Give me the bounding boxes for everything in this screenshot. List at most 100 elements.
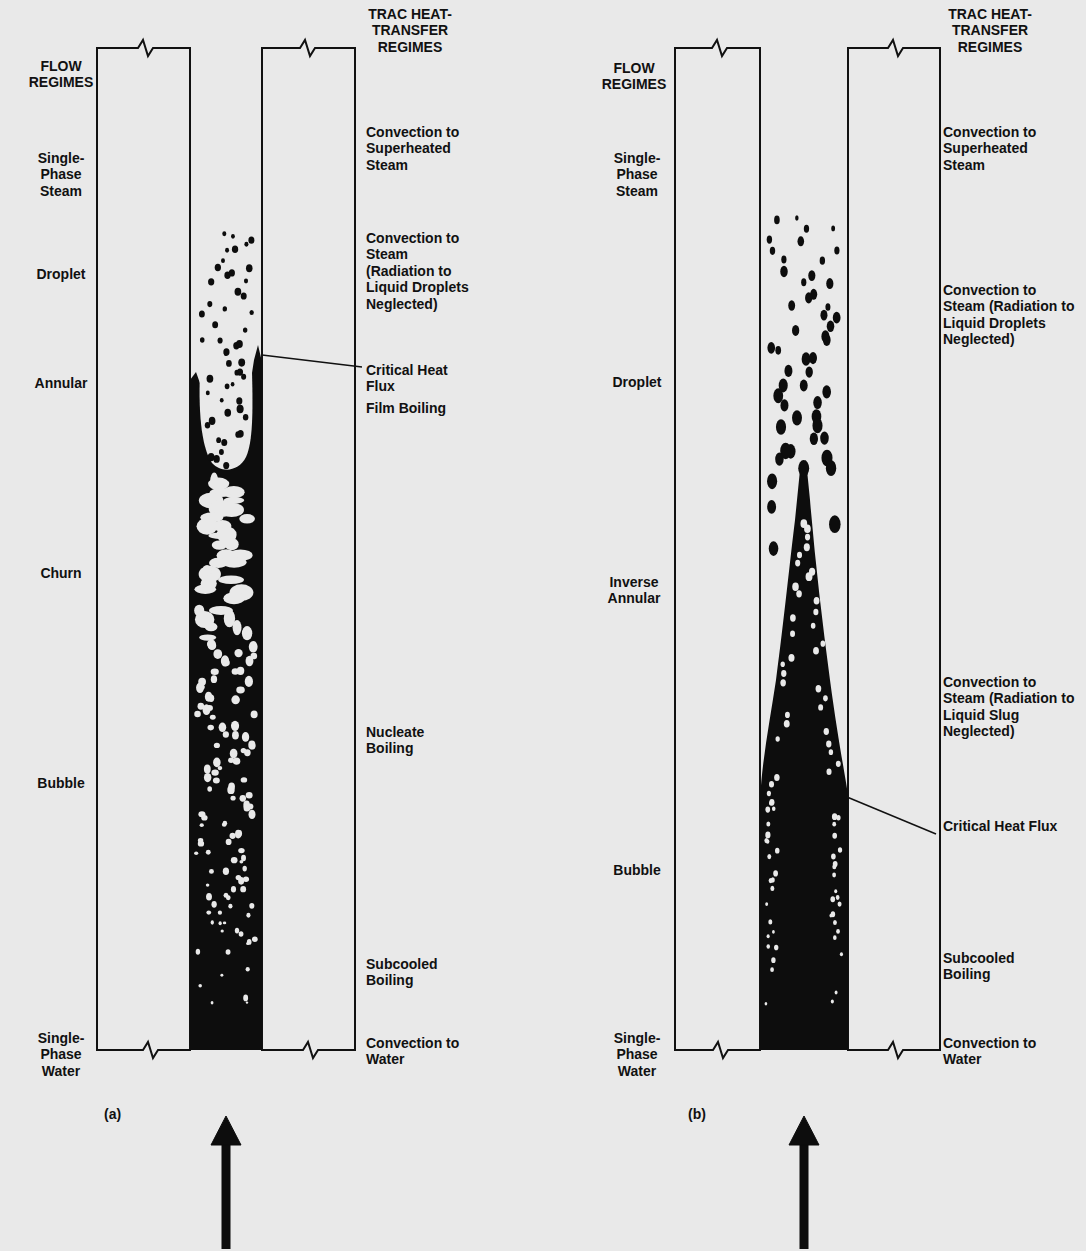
bubble <box>790 614 796 621</box>
droplet <box>801 278 806 286</box>
panel-letter: (a) <box>104 1106 144 1122</box>
droplet <box>206 391 210 396</box>
droplet <box>829 515 841 533</box>
bubble <box>243 995 248 1002</box>
bubble <box>210 715 216 720</box>
bubble <box>235 830 241 839</box>
regime-label: Subcooled Boiling <box>943 950 1063 983</box>
droplet <box>806 366 813 377</box>
bubble <box>246 656 254 666</box>
bubble <box>785 712 790 718</box>
droplet <box>222 231 226 236</box>
tube-wall <box>675 40 760 1058</box>
droplet <box>232 246 238 254</box>
droplet <box>826 460 836 476</box>
bubble <box>196 682 204 692</box>
bubble <box>200 823 204 827</box>
bubble <box>223 921 226 924</box>
droplet <box>223 306 227 311</box>
bubble <box>229 833 235 839</box>
droplet <box>833 312 841 324</box>
droplet <box>820 310 827 321</box>
bubble <box>206 705 213 711</box>
regime-label: Single-Phase Water <box>28 1030 94 1079</box>
bubble <box>766 944 770 949</box>
bubble <box>242 626 252 640</box>
bubble <box>246 942 249 945</box>
bubble <box>223 821 228 826</box>
bubble <box>835 991 838 995</box>
droplet <box>219 449 224 455</box>
bubble <box>212 540 227 549</box>
droplet <box>200 337 205 342</box>
bubble <box>831 999 834 1003</box>
bubble <box>829 749 833 755</box>
regime-label: Convection to Water <box>943 1035 1063 1068</box>
vapour-core <box>200 372 253 470</box>
regime-label: Bubble <box>604 862 670 878</box>
bubble <box>237 667 245 675</box>
bubble <box>830 896 835 902</box>
bubble <box>765 1002 768 1005</box>
bubble <box>194 585 216 594</box>
bubble <box>202 565 211 576</box>
droplet <box>218 337 223 343</box>
bubble <box>832 872 836 877</box>
bubble <box>196 949 200 955</box>
bubble <box>235 928 239 934</box>
droplet <box>802 352 811 365</box>
bubble <box>246 1001 248 1003</box>
droplet <box>781 256 786 264</box>
bubble <box>231 857 238 863</box>
droplet <box>823 334 831 346</box>
bubble <box>788 654 794 662</box>
bubble <box>199 634 216 640</box>
droplet <box>767 474 777 490</box>
bubble <box>198 984 202 988</box>
bubble <box>232 731 239 739</box>
tube-wall <box>97 40 190 1058</box>
droplet <box>809 352 817 364</box>
flow-arrow <box>800 1140 809 1249</box>
regime-label: Single-Phase Water <box>604 1030 670 1079</box>
regime-label: Nucleate Boiling <box>366 724 466 757</box>
tube-wall <box>848 40 940 1058</box>
regime-label: Subcooled Boiling <box>366 956 466 989</box>
droplet <box>243 327 247 332</box>
bubble <box>797 552 802 559</box>
bubble <box>245 676 253 687</box>
regime-label: Convection to Steam (Radiation to Liquid… <box>943 674 1077 740</box>
droplet <box>249 310 253 315</box>
bubble <box>233 620 242 635</box>
bubble <box>820 641 825 647</box>
bubble <box>248 810 255 819</box>
bubble <box>833 861 838 867</box>
bubble <box>226 949 231 954</box>
droplet <box>822 385 831 398</box>
regime-label: Convection to Superheated Steam <box>366 124 474 173</box>
bubble <box>764 838 768 843</box>
bubble <box>248 740 255 749</box>
bubble <box>243 877 249 882</box>
bubble <box>206 910 211 914</box>
bubble <box>767 934 770 938</box>
bubble <box>230 796 235 801</box>
droplet <box>235 288 242 296</box>
bubble <box>243 801 250 810</box>
bubble <box>219 921 222 925</box>
regime-label: FLOW REGIMES <box>598 60 670 93</box>
bubble <box>769 878 773 883</box>
bubble <box>219 723 227 733</box>
droplet <box>820 257 825 265</box>
droplet <box>223 348 229 355</box>
bubble <box>240 886 246 892</box>
bubble <box>207 639 216 648</box>
bubble <box>228 757 234 762</box>
bubble <box>767 791 771 796</box>
droplet <box>795 215 798 220</box>
bubble <box>211 675 217 683</box>
bubble <box>211 1001 214 1004</box>
bubble <box>205 622 218 631</box>
bubble <box>231 886 236 893</box>
bubble <box>833 935 837 940</box>
